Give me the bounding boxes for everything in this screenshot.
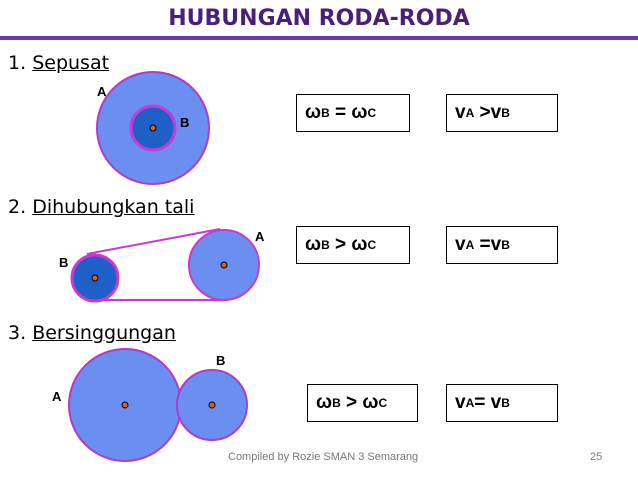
axle-dot: [149, 124, 157, 132]
label-b-1: B: [180, 115, 190, 130]
section-3-heading: 3. Bersinggungan: [8, 322, 176, 344]
axle-dot-a: [220, 261, 228, 269]
label-a-2: A: [255, 229, 265, 244]
section-2-heading: 2. Dihubungkan tali: [8, 196, 194, 218]
concentric-wheels: [96, 71, 210, 185]
section-3-number: 3.: [8, 322, 27, 344]
axle-dot-b3: [208, 401, 216, 409]
axle-dot-a3: [121, 401, 129, 409]
section-2-number: 2.: [8, 196, 27, 218]
footer-credit: Compiled by Rozie SMAN 3 Semarang: [228, 451, 419, 463]
section-1-number: 1.: [8, 52, 27, 74]
page-title: HUBUNGAN RODA-RODA: [168, 6, 470, 31]
belt-top: [86, 228, 221, 255]
label-a-3: A: [52, 389, 62, 404]
section-2-name: Dihubungkan tali: [32, 196, 195, 218]
section-1-heading: 1. Sepusat: [8, 52, 109, 74]
page-number: 25: [590, 451, 603, 463]
title-bar: HUBUNGAN RODA-RODA: [0, 0, 638, 40]
label-a-1: A: [97, 84, 107, 99]
belt-connected-wheels: [70, 228, 260, 303]
section-1-name: Sepusat: [32, 52, 110, 74]
touching-wheels: [68, 348, 248, 462]
label-b-3: B: [216, 353, 226, 368]
section-3-name: Bersinggungan: [32, 322, 176, 344]
axle-dot-b: [91, 274, 99, 282]
label-b-2: B: [59, 255, 69, 270]
